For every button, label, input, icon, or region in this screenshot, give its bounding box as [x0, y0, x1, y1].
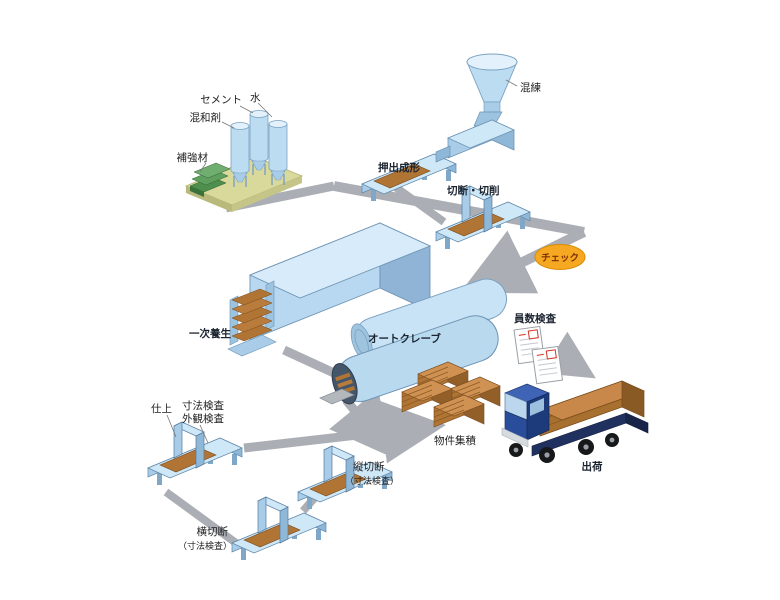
label-autoclave: オートクレーブ — [368, 332, 441, 345]
label-horizontal-cutting-note: （寸法検査） — [178, 540, 232, 551]
autoclave-trolley — [319, 388, 355, 405]
truck-wheel-hub — [513, 447, 519, 453]
leader-admixture — [221, 121, 235, 129]
silo-water — [268, 119, 288, 186]
stack-base — [227, 334, 277, 357]
extruder-top — [446, 119, 516, 149]
stack-panel — [231, 288, 273, 306]
label-stacking: 物件集積 — [434, 434, 476, 447]
green-bale — [193, 162, 231, 179]
label-check: チェック — [541, 253, 579, 264]
autoclave-load-panel — [335, 372, 351, 382]
label-cutting: 切断・切削 — [447, 184, 500, 197]
vertical-cutting-station: 縦切断 （寸法検査） — [297, 445, 399, 510]
label-extrusion: 押出成形 — [378, 161, 420, 174]
hopper-top — [466, 53, 518, 71]
truck-wheel-hub — [544, 452, 550, 458]
primary-curing-chamber: 一次養生 — [189, 222, 432, 357]
label-vertical-cutting-note: （寸法検査） — [345, 475, 399, 486]
flow-to-curing — [460, 227, 587, 294]
label-reinforcement: 補強材 — [177, 151, 209, 164]
autoclave-load-panel — [337, 379, 353, 388]
flow-finish-to-stacks — [243, 400, 446, 464]
label-horizontal-cutting: 横切断 — [197, 525, 229, 538]
label-dim-inspection: 寸法検査 — [182, 399, 224, 412]
leader-kneading — [505, 79, 518, 87]
count-inspection: 員数検査 — [513, 312, 563, 385]
extrusion-station: 押出成形 — [361, 119, 516, 202]
label-finishing: 仕上 — [151, 402, 172, 415]
truck: 出荷 — [501, 380, 649, 473]
check-badge: チェック — [534, 244, 586, 270]
label-admixture: 混和剤 — [190, 111, 222, 124]
curing-box-top — [248, 222, 432, 299]
kneading-hopper: 混練 — [466, 53, 541, 127]
label-vertical-cutting: 縦切断 — [353, 460, 385, 473]
leader-inspection — [199, 424, 209, 444]
label-cement: セメント — [200, 94, 242, 106]
leader-reinforcement — [199, 162, 207, 173]
flow-extrusion-to-cutting — [391, 182, 447, 226]
extruder-nozzle — [435, 145, 451, 163]
truck-side-window — [530, 398, 544, 416]
curing-panel-stack — [227, 280, 277, 357]
flow-curing-to-autoclave — [282, 345, 336, 378]
label-primary-curing: 一次養生 — [189, 327, 231, 340]
finishing-station: 仕上 寸法検査 外観検査 — [147, 399, 243, 486]
truck-bumper — [501, 427, 529, 448]
flow-hcut-to-finish — [163, 488, 239, 547]
label-water: 水 — [250, 92, 261, 104]
leader-cement — [239, 105, 254, 114]
truck-load-side — [621, 380, 645, 418]
silo-cement — [249, 109, 269, 176]
leader-water — [257, 102, 273, 118]
check-oval — [534, 244, 586, 270]
label-visual-inspection: 外観検査 — [182, 412, 224, 425]
truck-wheel-hub — [583, 444, 589, 450]
cutting-station: 切断・切削 — [435, 184, 531, 250]
label-count-inspection: 員数検査 — [513, 312, 556, 325]
leader-finishing — [166, 414, 177, 438]
truck-bed-end — [625, 412, 649, 434]
hopper-neck — [483, 101, 501, 113]
stacking-area: 物件集積 — [401, 361, 501, 447]
silo-admixture — [230, 121, 250, 188]
label-kneading: 混練 — [520, 81, 541, 94]
green-bale-front — [190, 186, 204, 197]
horizontal-cutting-station: 横切断 （寸法検査） — [178, 496, 327, 561]
inspection-sheet-icon — [531, 345, 563, 385]
reinforcement-stack — [189, 162, 231, 197]
raw-material-area: 混和剤 セメント 水 補強材 — [177, 92, 304, 212]
flow-docs-to-truck — [541, 331, 596, 379]
truck-wheel-hub — [609, 437, 615, 443]
label-shipping: 出荷 — [582, 460, 603, 473]
